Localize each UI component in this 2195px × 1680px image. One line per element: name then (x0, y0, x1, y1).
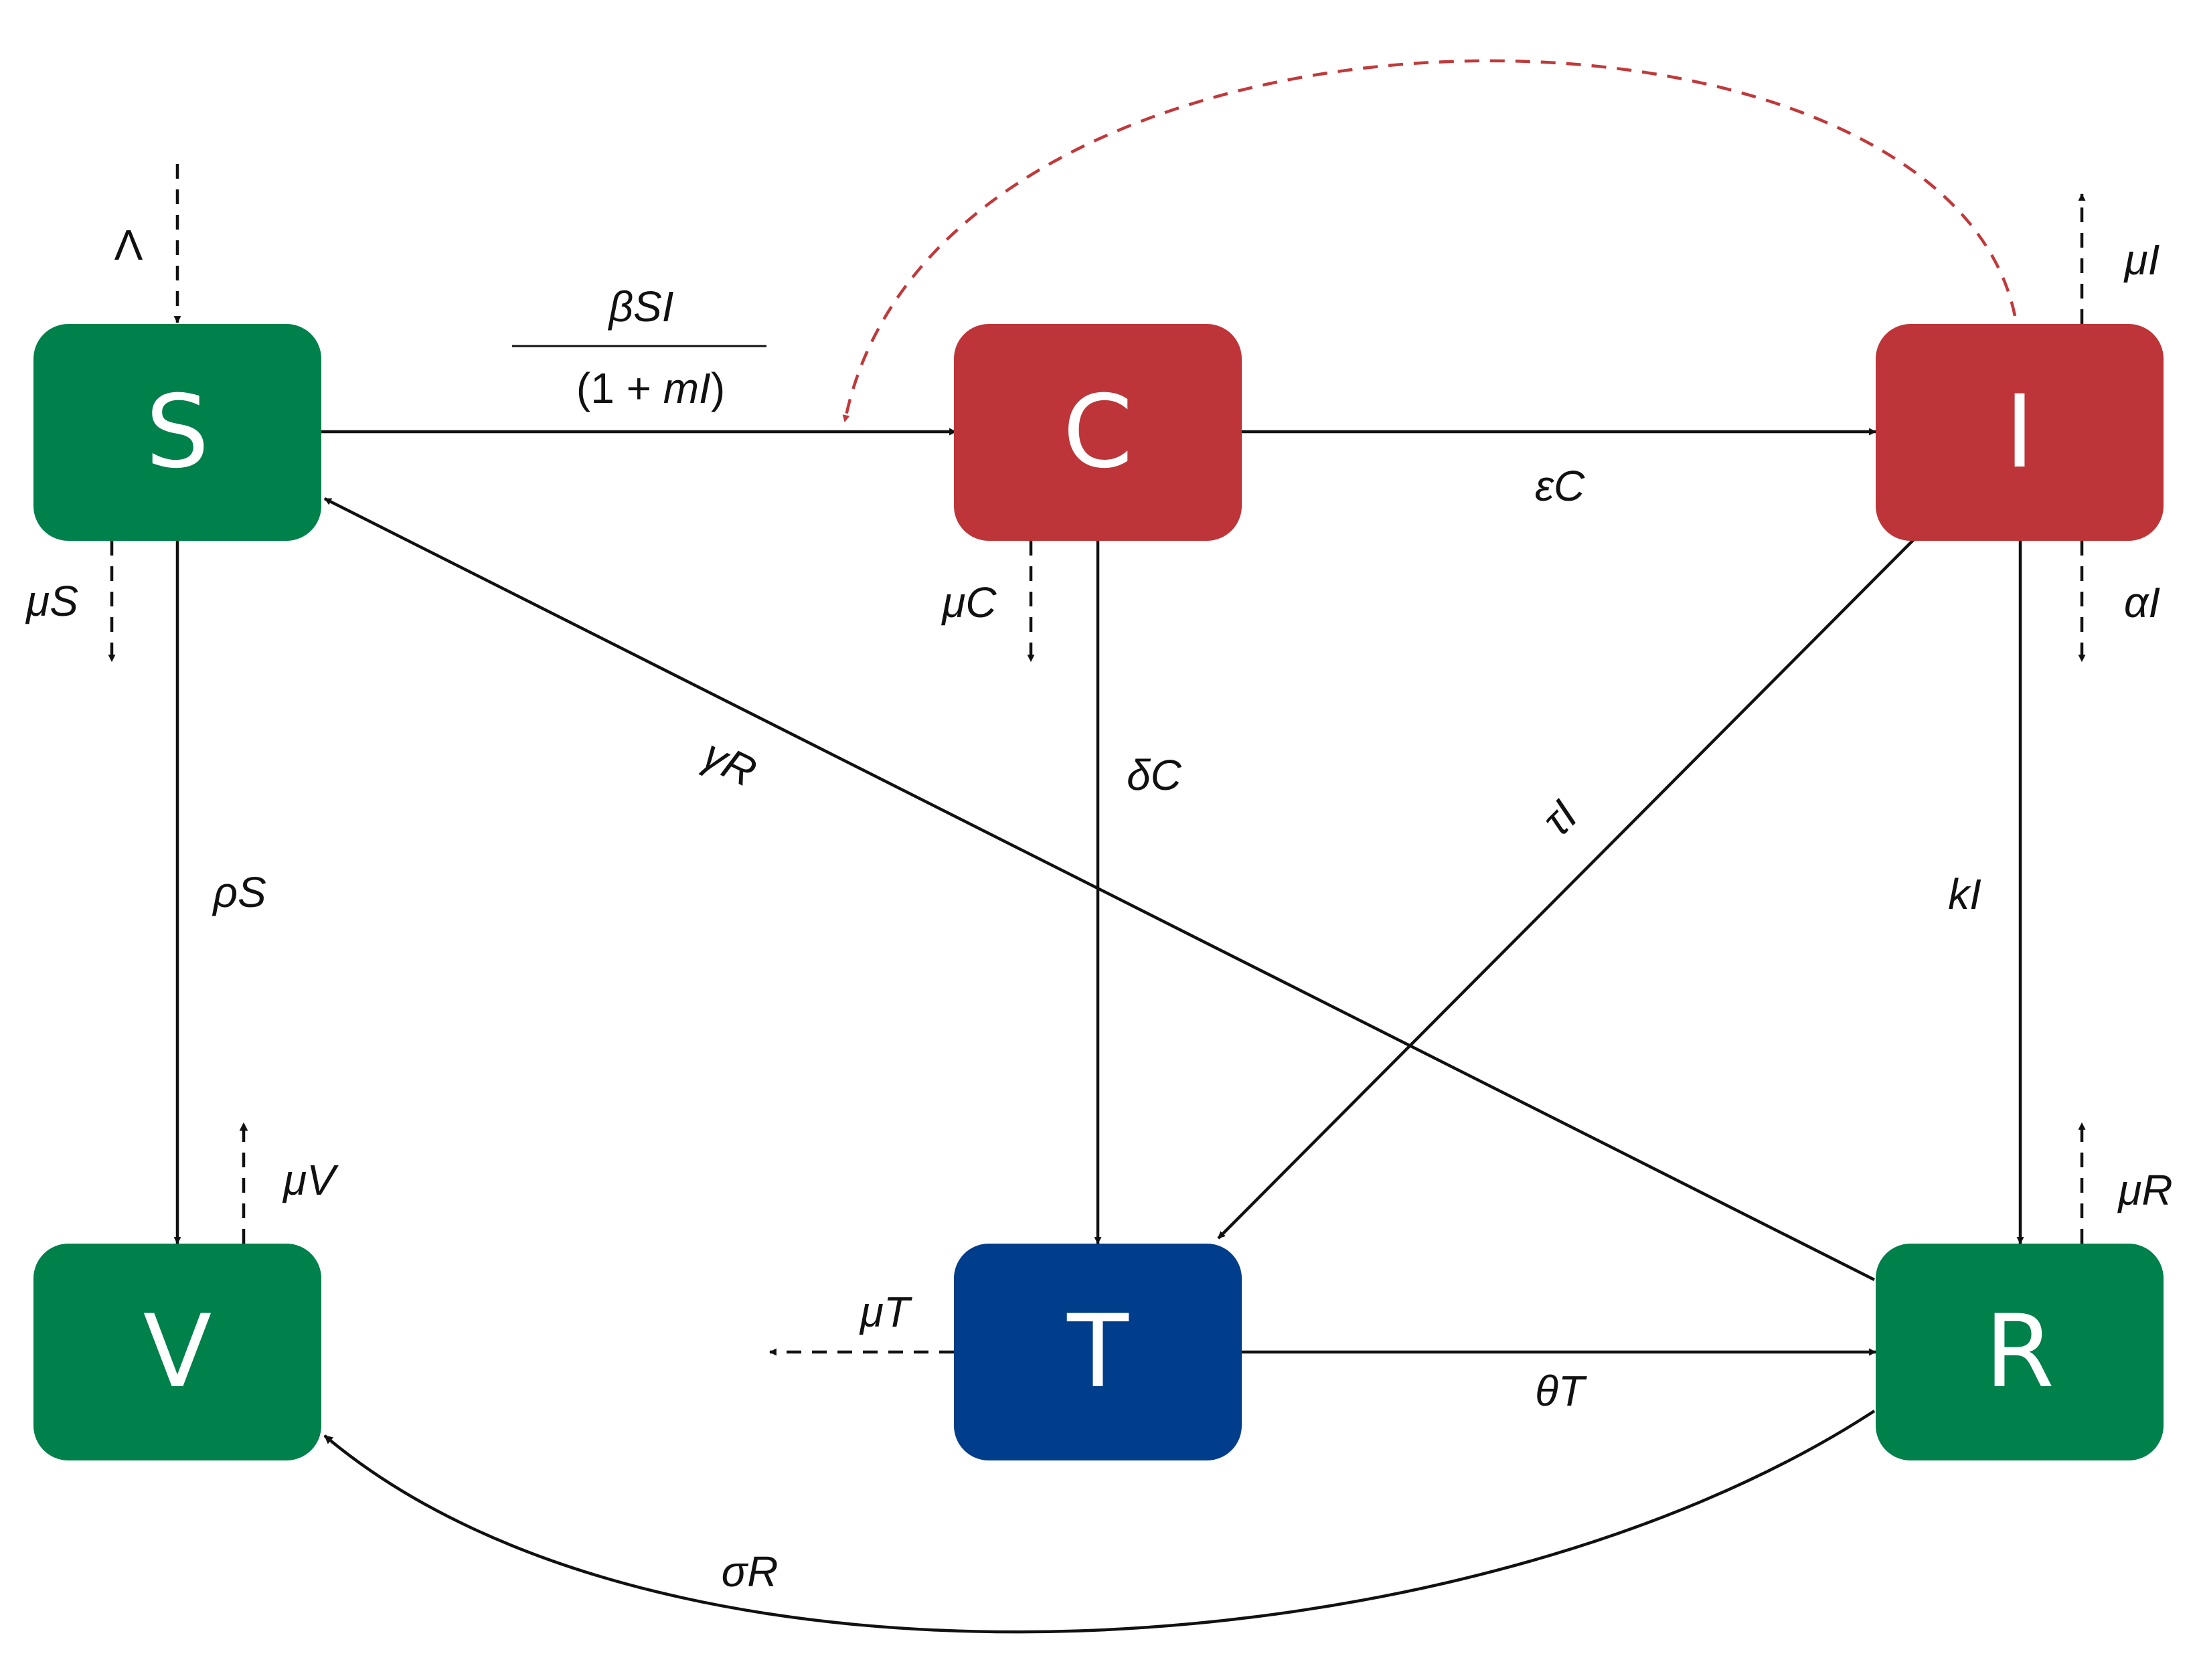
node-c-label: C (1063, 374, 1133, 491)
node-v-label: V (143, 1294, 212, 1410)
rate-incidence-denominator: (1 + mI) (576, 364, 725, 412)
rate-incidence-den-open: (1 + (576, 364, 663, 412)
rate-delta-c: δC (1127, 751, 1182, 799)
rate-mu-v: μV (282, 1156, 339, 1204)
node-s-label: S (145, 374, 209, 491)
rate-alpha-i: αI (2124, 578, 2161, 626)
node-i-label: I (2005, 374, 2034, 491)
rate-mu-c: μC (941, 578, 997, 626)
rate-mu-i: μI (2123, 236, 2160, 284)
node-i: I (1876, 324, 2164, 541)
node-t-label: T (1066, 1294, 1129, 1410)
node-r-label: R (1985, 1294, 2054, 1410)
edge-r-to-v (323, 1410, 1876, 1634)
node-r: R (1876, 1244, 2164, 1460)
rate-k-i: kI (1948, 870, 1981, 918)
rate-lambda: Λ (114, 221, 143, 269)
node-t: T (954, 1244, 1242, 1460)
rate-rho-s: ρS (212, 868, 266, 916)
rate-incidence-den-m: mI (663, 364, 711, 412)
rate-sigma-r: σR (722, 1547, 779, 1596)
node-c: C (954, 324, 1242, 541)
rate-theta-t: θT (1535, 1367, 1587, 1415)
rate-mu-s: μS (25, 577, 78, 625)
node-s: S (33, 324, 321, 541)
rate-incidence-den-close: ) (711, 364, 725, 412)
rate-incidence-numerator: βSI (607, 282, 673, 331)
rate-tau-i: τI (1533, 791, 1587, 845)
edge-i-to-t (1217, 537, 1916, 1240)
node-v: V (33, 1244, 321, 1460)
rate-epsilon-c: εC (1535, 462, 1585, 510)
edge-r-to-s (323, 497, 1876, 1282)
rate-mu-r: μR (2117, 1166, 2172, 1214)
rate-gamma-r: γR (696, 730, 764, 796)
rate-mu-t: μT (859, 1288, 912, 1336)
